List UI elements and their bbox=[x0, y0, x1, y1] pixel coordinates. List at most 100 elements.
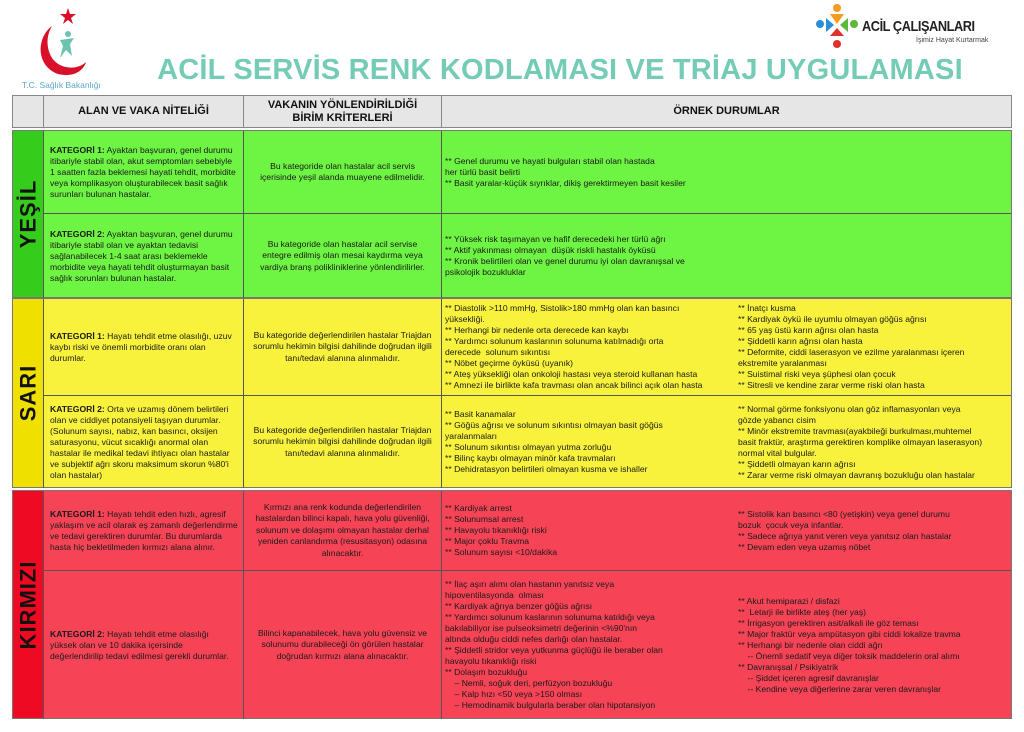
example-item: psikolojik bozukluklar bbox=[445, 267, 526, 277]
ministry-name: T.C. Sağlık Bakanlığı bbox=[22, 80, 101, 90]
section-green: YEŞİL KATEGORİ 1: Ayaktan başvuran, genel… bbox=[12, 130, 1012, 298]
example-item: ** Sadece ağrıya yanıt veren veya yanıts… bbox=[738, 530, 952, 541]
direction-cell: Bu kategoride olan hastalar acil servis … bbox=[243, 131, 441, 213]
example-item: yüksekliği. bbox=[445, 314, 485, 324]
section-label-text: KIRMIZI bbox=[15, 560, 41, 649]
category-cell: KATEGORİ 1: Hayatı tehdit eden hızlı, ag… bbox=[43, 491, 243, 570]
category-label: KATEGORİ 1: bbox=[50, 330, 105, 341]
example-item: – Hemodinamik bulgularla beraber olan hi… bbox=[445, 700, 656, 710]
brand-slogan: İşimiz Hayat Kurtarmak bbox=[916, 37, 989, 44]
table-row: KATEGORİ 1: Hayatı tehdit eden hızlı, ag… bbox=[43, 491, 1011, 571]
category-description: KATEGORİ 2: Hayatı tehdit etme olasılığı… bbox=[50, 629, 238, 662]
examples-list-secondary: ** Normal görme fonksiyonu olan göz infl… bbox=[735, 396, 982, 488]
section-red: KIRMIZI KATEGORİ 1: Hayatı tehdit eden hı… bbox=[12, 490, 1012, 719]
category-cell: KATEGORİ 2: Ayaktan başvuran, genel duru… bbox=[43, 214, 243, 298]
category-description: KATEGORİ 1: Ayaktan başvuran, genel duru… bbox=[50, 145, 238, 200]
example-item: basit fraktür, araştırma gerektiren komp… bbox=[738, 436, 983, 447]
direction-cell: Kırmızı ana renk kodunda değerlendirilen… bbox=[243, 491, 441, 570]
category-text: Hayatı tehdit etme olasılığı, uzuv kaybı… bbox=[50, 330, 232, 363]
column-header-examples: ÖRNEK DURUMLAR bbox=[441, 96, 1011, 127]
category-label: KATEGORİ 1: bbox=[50, 508, 105, 519]
direction-cell: Bu kategoride değerlendirilen hastalar T… bbox=[243, 396, 441, 488]
category-label: KATEGORİ 2: bbox=[50, 403, 105, 414]
category-cell: KATEGORİ 1: Hayatı tehdit etme olasılığı… bbox=[43, 299, 243, 395]
table-header: ALAN VE VAKA NİTELİĞİ VAKANIN YÖNLENDİRİ… bbox=[12, 95, 1012, 128]
direction-cell: Bilinci kapanabilecek, hava yolu güvensi… bbox=[243, 571, 441, 719]
examples-list: ** Yüksek risk taşımayan ve hafif derece… bbox=[442, 214, 685, 298]
example-item: ** Genel durumu ve hayati bulguları stab… bbox=[445, 155, 655, 166]
example-item: ** Major çoklu Travma bbox=[445, 536, 530, 546]
example-item: -- Şiddet içeren agresif davranışlar bbox=[738, 672, 879, 683]
category-text: Ayaktan başvuran, genel durumu itibariyl… bbox=[50, 228, 233, 283]
examples-list: ** Kardiyak arrest** Solunumsal arrest **… bbox=[442, 491, 557, 570]
examples-cell: ** Genel durumu ve hayati bulguları stab… bbox=[441, 131, 1011, 213]
section-label: SARI bbox=[13, 299, 43, 487]
example-item: altında olduğu ciddi nefes darlığı olan … bbox=[445, 634, 623, 644]
table-row: KATEGORİ 2: Hayatı tehdit etme olasılığı… bbox=[43, 571, 1011, 719]
examples-cell: ** İlaç aşırı alımı olan hastanın yanıts… bbox=[441, 571, 1011, 719]
example-item: ** İrrigasyon gerektiren asit/alkali ile… bbox=[738, 617, 919, 628]
direction-text: Bilinci kapanabilecek, hava yolu güvensi… bbox=[257, 627, 428, 661]
example-item: ** Major fraktür veya ampütasyon gibi ci… bbox=[738, 628, 961, 639]
category-text: Ayaktan başvuran, genel durumu itibariyl… bbox=[50, 144, 236, 199]
example-item: ** Normal görme fonksiyonu olan göz infl… bbox=[738, 403, 961, 414]
table-row: KATEGORİ 2: Ayaktan başvuran, genel duru… bbox=[43, 214, 1011, 298]
example-item: her türlü basit belirti bbox=[445, 166, 520, 177]
examples-list: ** Basit kanamalar** Göğüs ağrısı ve sol… bbox=[442, 396, 663, 488]
section-label: KIRMIZI bbox=[13, 491, 43, 718]
table-row: KATEGORİ 2: Orta ve uzamış dönem belirti… bbox=[43, 396, 1011, 488]
section-label-text: YEŞİL bbox=[15, 179, 41, 249]
example-item: ** Aktif yakınması olmayan düşük riskli … bbox=[445, 245, 656, 255]
examples-list: ** İlaç aşırı alımı olan hastanın yanıts… bbox=[442, 571, 663, 719]
examples-list-secondary: ** Akut hemiparazi / disfazi** Letarji i… bbox=[735, 571, 961, 719]
example-item: bozuk çocuk veya infantlar. bbox=[738, 519, 844, 530]
examples-list-secondary: ** İnatçı kusma** Kardiyak öykü ile uyum… bbox=[735, 299, 964, 395]
example-item: ** Şiddetli karın ağrısı olan hasta bbox=[738, 336, 863, 346]
brand-logo-icon bbox=[816, 4, 858, 48]
table-row: KATEGORİ 1: Hayatı tehdit etme olasılığı… bbox=[43, 299, 1011, 396]
category-text: Hayatı tehdit eden hızlı, agresif yaklaş… bbox=[50, 508, 238, 552]
category-cell: KATEGORİ 2: Hayatı tehdit etme olasılığı… bbox=[43, 571, 243, 719]
direction-text: Bu kategoride değerlendirilen hastalar T… bbox=[253, 329, 432, 363]
example-item: ** Herhangi bir nedenle olan ciddi ağrı bbox=[738, 639, 883, 650]
direction-text: Bu kategoride değerlendirilen hastalar T… bbox=[253, 424, 432, 458]
example-item: -- Kendine veya diğerlerine zarar veren … bbox=[738, 683, 942, 694]
direction-text: Kırmızı ana renk kodunda değerlendirilen… bbox=[255, 501, 430, 558]
example-item: ** Kardiyak arrest bbox=[445, 503, 512, 513]
direction-text: Bu kategoride olan hastalar acil servise… bbox=[260, 238, 425, 272]
example-item: ** 65 yaş üstü karın ağrısı olan hasta bbox=[738, 325, 879, 335]
column-header-direction: VAKANIN YÖNLENDİRİLDİĞİ BİRİM KRİTERLERİ bbox=[243, 96, 441, 127]
example-item: ** Dolaşım bozukluğu bbox=[445, 667, 528, 677]
category-text: Orta ve uzamış dönem belirtileri olan ve… bbox=[50, 403, 230, 480]
example-item: ** Ateş yüksekliği olan onkoloji hastası… bbox=[445, 369, 698, 379]
example-item: ** Göğüs ağrısı ve solunum sıkıntısı olm… bbox=[445, 420, 663, 430]
example-item: ** Herhangi bir nedenle orta derecede ka… bbox=[445, 325, 629, 335]
example-item: ** Sitresli ve kendine zarar verme riski… bbox=[738, 380, 925, 390]
section-label-text: SARI bbox=[15, 364, 40, 422]
page-title: ACİL SERVİS RENK KODLAMASI VE TRİAJ UYGU… bbox=[157, 54, 963, 86]
example-item: hipoventilasyonda olması bbox=[445, 590, 544, 600]
examples-cell: ** Yüksek risk taşımayan ve hafif derece… bbox=[441, 214, 1011, 298]
examples-list: ** Diastolik >110 mmHg, Sistolik>180 mmH… bbox=[442, 299, 702, 395]
example-item: ** İnatçı kusma bbox=[738, 303, 796, 313]
example-item: ** Solunumsal arrest bbox=[445, 514, 524, 524]
example-item: ** Kardiyak ağrıya benzer göğüs ağrısı bbox=[445, 601, 593, 611]
example-item: ** Minör ekstremite travması(ayakbileği … bbox=[738, 425, 972, 436]
example-item: – Nemli, soğuk deri, perfüzyon bozukluğu bbox=[445, 678, 613, 688]
example-item: ** Nöbet geçirme öyküsü (uyanık) bbox=[445, 358, 574, 368]
example-item: derecede solunum sıkıntısı bbox=[445, 347, 551, 357]
category-label: KATEGORİ 1: bbox=[50, 144, 105, 155]
examples-cell: ** Kardiyak arrest** Solunumsal arrest **… bbox=[441, 491, 1011, 570]
example-item: ** Basit kanamalar bbox=[445, 409, 516, 419]
column-header-area: ALAN VE VAKA NİTELİĞİ bbox=[43, 96, 243, 127]
example-item: ** İlaç aşırı alımı olan hastanın yanıts… bbox=[445, 579, 615, 589]
brand-name: ACİL ÇALIŞANLARI bbox=[862, 18, 975, 35]
example-item: ** Solunum sayısı <10/dakika bbox=[445, 547, 558, 557]
example-item: ** Dehidratasyon belirtileri olmayan kus… bbox=[445, 464, 648, 474]
example-item: ** Bilinç kaybı olmayan minör kafa travm… bbox=[445, 453, 616, 463]
example-item: ** Şiddetli olmayan karın ağrısı bbox=[738, 458, 856, 469]
example-item: ** Şiddetli stridor veya yutkunma güçlüğ… bbox=[445, 645, 663, 655]
category-description: KATEGORİ 1: Hayatı tehdit eden hızlı, ag… bbox=[50, 509, 238, 553]
example-item: ** Letarji ile birlikte ateş (her yaş) bbox=[738, 606, 866, 617]
example-item: ** Zarar verme riski olmayan davranış bo… bbox=[738, 469, 975, 480]
